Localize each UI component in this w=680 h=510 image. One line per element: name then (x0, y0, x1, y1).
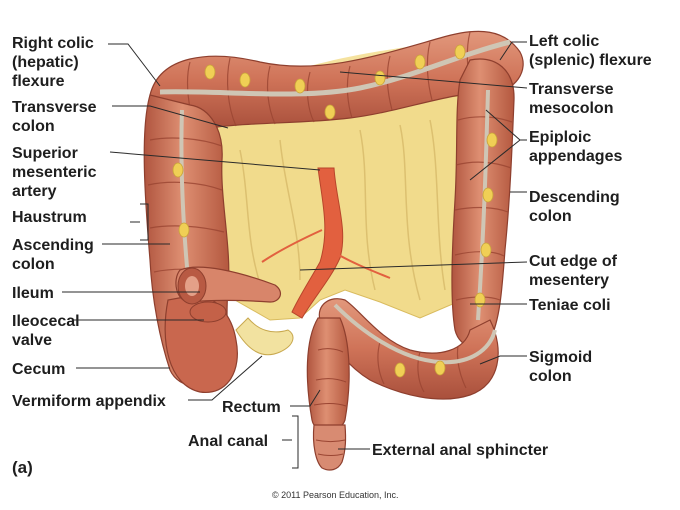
label-descending-colon: Descending colon (529, 189, 620, 225)
label-epiploic-appendages: Epiploic appendages (529, 129, 623, 165)
label-rectum: Rectum (222, 399, 281, 416)
vermiform-appendix-shape (235, 317, 294, 356)
label-left-colic-flexure: Left colic (splenic) flexure (529, 33, 652, 69)
label-right-colic-flexure: Right colic (hepatic) flexure (12, 35, 94, 90)
label-teniae-coli: Teniae coli (529, 297, 611, 314)
sigmoid-teniae-coli (333, 303, 497, 365)
mesentery-folds (239, 119, 446, 301)
label-haustrum: Haustrum (12, 209, 87, 226)
label-cut-edge-of-mesentery: Cut edge of mesentery (529, 253, 617, 289)
label-vermiform-appendix: Vermiform appendix (12, 393, 166, 410)
transverse-colon-shape (149, 30, 524, 130)
ileocecal-valve-shape (189, 301, 227, 323)
label-anal-canal: Anal canal (188, 433, 269, 450)
superior-mesenteric-artery-shape (291, 167, 344, 319)
label-cecum: Cecum (12, 361, 66, 378)
label-sigmoid-colon: Sigmoid colon (529, 349, 593, 385)
copyright-notice: © 2011 Pearson Education, Inc. (272, 490, 399, 500)
panel-label: (a) (12, 458, 33, 477)
epiploic-appendages-shapes (172, 44, 498, 378)
leader-lines (62, 41, 528, 469)
label-external-anal-sphincter: External anal sphincter (372, 442, 549, 459)
label-transverse-mesocolon: Transverse mesocolon (529, 81, 614, 117)
label-transverse-colon: Transverse colon (12, 99, 97, 135)
label-ileocecal-valve: Ileocecal valve (12, 313, 80, 349)
anal-canal-shape (312, 424, 347, 471)
label-superior-mesenteric-artery: Superior mesenteric artery (12, 145, 97, 200)
label-ileum: Ileum (12, 285, 54, 302)
label-ascending-colon: Ascending colon (12, 237, 94, 273)
rectum-shape (306, 317, 350, 432)
